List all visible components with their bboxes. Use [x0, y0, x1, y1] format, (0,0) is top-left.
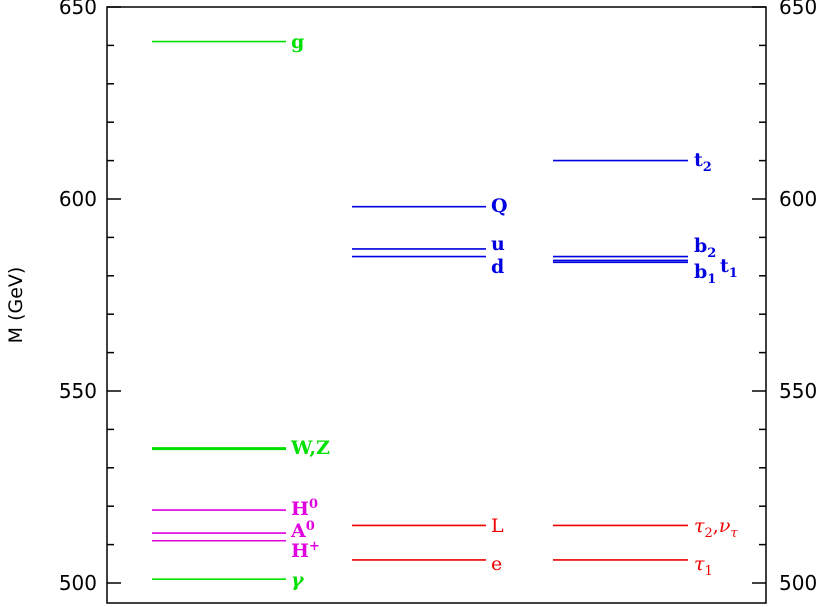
tick-label-right-500: 500 [779, 571, 817, 595]
label-t2-base: t [694, 149, 703, 171]
mass-levels [152, 40, 688, 580]
label-e-text: e [491, 553, 502, 575]
label-wz-text: W,Z [290, 437, 330, 459]
label-b1-sub: 1 [707, 272, 716, 287]
label-b2: b2 [694, 235, 716, 261]
label-d: d [491, 256, 504, 278]
label-hplus-sup: + [309, 539, 320, 554]
label-d-text: d [491, 256, 504, 278]
y-axis-title: M (GeV) [5, 267, 27, 344]
label-b1-base: b [694, 261, 707, 283]
tick-label-left-600: 600 [59, 187, 97, 211]
label-t1-sub: 1 [729, 266, 738, 281]
tick-label-left-650: 650 [59, 0, 97, 19]
tick-label-left-500: 500 [59, 571, 97, 595]
label-gamma: γ [291, 569, 305, 591]
label-Q: Q [491, 195, 508, 217]
label-tau1-base: τ [694, 553, 705, 575]
label-L-text: L [491, 515, 504, 537]
label-h0-sup: 0 [309, 497, 318, 512]
label-h0-base: H [291, 498, 309, 520]
label-tau2-base: τ [694, 515, 705, 537]
label-nutau-sub: τ [730, 526, 738, 541]
label-b2-sub: 2 [707, 246, 716, 261]
label-g-text: g [291, 31, 304, 53]
label-comma: , [713, 515, 719, 537]
label-tau2-sub: 2 [705, 526, 713, 541]
label-gamma-text: γ [291, 569, 305, 591]
label-e: e [491, 553, 502, 575]
axis-ticks [107, 6, 766, 584]
label-t2: t2 [694, 149, 712, 175]
tick-label-right-550: 550 [779, 379, 817, 403]
label-t1-base: t [720, 255, 729, 277]
label-a0-base: A [290, 520, 306, 542]
label-a0: A0 [290, 519, 315, 542]
label-tau1: τ1 [694, 553, 713, 579]
tick-label-left-550: 550 [59, 379, 97, 403]
label-t2-sub: 2 [703, 160, 712, 175]
label-nutau-base: ν [719, 515, 731, 537]
label-b2-base: b [694, 235, 707, 257]
tick-label-right-650: 650 [779, 0, 817, 19]
label-hplus-base: H [291, 540, 309, 562]
label-t1: t1 [720, 255, 738, 281]
label-tau1-sub: 1 [705, 564, 713, 579]
label-tau2-nutau: τ2,ντ [694, 515, 738, 541]
label-a0-sup: 0 [306, 519, 315, 534]
label-u: u [491, 233, 505, 255]
plot-frame [106, 6, 767, 604]
label-hplus: H+ [291, 539, 320, 562]
label-Q-text: Q [491, 195, 508, 217]
label-b1: b1 [694, 261, 716, 287]
tick-label-right-600: 600 [779, 187, 817, 211]
label-u-text: u [491, 233, 505, 255]
label-g: g [291, 31, 304, 53]
label-wz: W,Z [290, 437, 330, 459]
label-h0: H0 [291, 497, 318, 520]
label-L: L [491, 515, 504, 537]
